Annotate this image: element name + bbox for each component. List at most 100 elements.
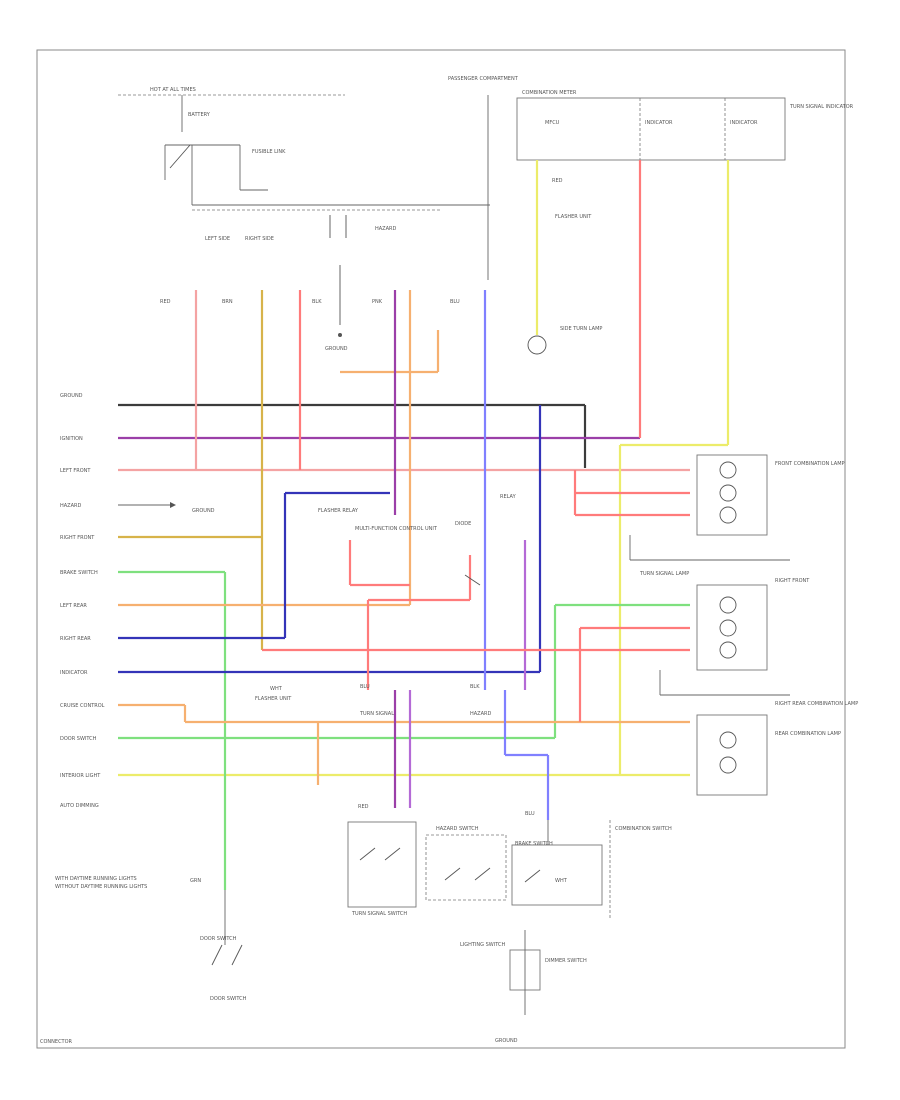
right-side-label: RIGHT SIDE [245,236,274,242]
lamp-bulb-icon [719,619,737,637]
pin-label-9: INDICATOR [60,670,88,676]
pin-label-2: IGNITION [60,436,83,442]
wires [118,160,730,890]
ground-bottom-label: GROUND [495,1038,518,1044]
left-front-lamp-box [696,454,768,536]
lamp-bulb-icon [719,731,737,749]
fusible-link-label: FUSIBLE LINK [252,149,286,155]
pin-label-12: INTERIOR LIGHT [60,773,101,779]
switch-contact-icon [359,847,376,861]
pin-label-11: DOOR SWITCH [60,736,97,742]
right-front-lamp-box [696,584,768,671]
top-wire-label: RED [552,178,563,184]
ground-label: GROUND [325,346,348,352]
power-source-block: HOT AT ALL TIMES BATTERY FUSIBLE LINK [118,87,490,211]
switch-contact-icon [524,869,541,883]
rear-lamp-label: REAR COMBINATION LAMP [775,731,841,737]
conn-label-4: PNK [372,299,383,305]
turn-signal-switch-label: TURN SIGNAL SWITCH [351,911,407,917]
hot-at-all-times-label: HOT AT ALL TIMES [150,87,196,93]
lamp-bulb-icon [719,506,737,524]
switch-contact-icon [384,847,401,861]
pin-label-8: RIGHT REAR [60,636,91,642]
combination-switch-label: COMBINATION SWITCH [615,826,672,832]
left-side-label: LEFT SIDE [205,236,230,242]
right-rear-lamp-label: RIGHT REAR COMBINATION LAMP [775,701,858,707]
brake-switch-box [511,844,603,906]
door-switch-name: DOOR SWITCH [200,936,237,942]
switch-contact-icon [474,867,491,881]
lamp-bulb-icon [719,484,737,502]
fusible-link-icon [169,144,191,169]
left-pin-labels: GROUND IGNITION LEFT FRONT HAZARD RIGHT … [55,393,147,890]
lower-conn-1: WHT [270,686,283,692]
pin-label-13: AUTO DIMMING [60,803,99,809]
right-lamps: FRONT COMBINATION LAMP TURN SIGNAL LAMP … [629,454,858,796]
lamp-bulb-icon [719,461,737,479]
brake-on-label: WHT [555,878,568,884]
flasher-unit-label: FLASHER UNIT [555,214,592,220]
flasher-relay-label: FLASHER RELAY [318,508,359,514]
conn-label-5: BLU [450,299,460,305]
without-drl-label: WITHOUT DAYTIME RUNNING LIGHTS [55,884,147,890]
conn-label-3: BLK [312,299,322,305]
turn-signal-switch-box [347,821,417,908]
battery-label: BATTERY [188,112,211,118]
conn-label-2: BRN [222,299,233,305]
switch-contact-icon [444,867,461,881]
mfcu-center-label: MULTI-FUNCTION CONTROL UNIT [355,526,438,532]
turn-signal-lower-label: TURN SIGNAL [359,711,394,717]
hazard-label: HAZARD [375,226,397,232]
with-drl-label: WITH DAYTIME RUNNING LIGHTS [55,876,137,882]
dimmer-label: DIMMER SWITCH [545,958,587,964]
center-units: FLASHER RELAY MULTI-FUNCTION CONTROL UNI… [318,494,517,586]
left-turn-label: TURN SIGNAL LAMP [639,571,689,577]
lower-connectors: WHT BLU BLK FLASHER UNIT TURN SIGNAL HAZ… [255,684,492,717]
mfcu-label: MFCU [545,120,560,126]
left-front-lamp-label: FRONT COMBINATION LAMP [775,461,845,467]
hazard-arrow: GROUND [118,502,215,514]
pin-label-5: RIGHT FRONT [60,535,95,541]
switch-wire-label: RED [358,804,369,810]
pin-label-1: GROUND [60,393,83,399]
door-wire-label: GRN [190,878,201,884]
combination-meter-block: PASSENGER COMPARTMENT COMBINATION METER … [448,76,854,280]
hazard-switch-label: HAZARD SWITCH [436,826,479,832]
hazard-lower-label: HAZARD [470,711,492,717]
brake-switch-label: BRAKE SWITCH [515,841,553,847]
flasher-unit-label-2: FLASHER UNIT [255,696,292,702]
combination-meter-box [516,97,786,161]
pin-label-10: CRUISE CONTROL [60,703,105,709]
pin-label-7: LEFT REAR [60,603,87,609]
right-indicator-label: INDICATOR [730,120,758,126]
conn-label-1: RED [160,299,171,305]
switch-contact-icon [211,944,223,966]
footer-label: CONNECTOR [40,1039,73,1045]
hazard-switch-box [425,834,507,901]
relay-label: RELAY [500,494,517,500]
lower-conn-2: BLU [360,684,370,690]
lamp-bulb-icon [719,756,737,774]
right-front-lamp-label: RIGHT FRONT [775,578,810,584]
combination-meter-label: COMBINATION METER [522,90,577,96]
switch-contact-icon [231,944,243,966]
pin-label-4: HAZARD [60,503,82,509]
lamp-bulb-icon [719,641,737,659]
fuse-box-connectors: RED BRN BLK PNK BLU [160,299,460,305]
flasher-column: FLASHER UNIT SIDE TURN LAMP [527,214,602,355]
lamp-bulb-icon [719,596,737,614]
diode-label: DIODE [455,521,471,527]
diagram-frame [36,49,846,1049]
side-turn-lamp-label: SIDE TURN LAMP [560,326,602,332]
lower-conn-3: BLK [470,684,480,690]
pin-label-6: BRAKE SWITCH [60,570,98,576]
rear-lamp-box [696,714,768,796]
lamp-bulb-icon [527,335,547,355]
brake-wire-label: BLU [525,811,535,817]
turn-signal-indicator-label: TURN SIGNAL INDICATOR [789,104,854,110]
ground-symbol-icon [338,333,342,337]
door-switch-label: DOOR SWITCH [210,996,247,1002]
combination-switch-bottom-label: LIGHTING SWITCH [460,942,505,948]
bottom-switches: TURN SIGNAL SWITCH RED HAZARD SWITCH BRA… [40,804,672,1045]
